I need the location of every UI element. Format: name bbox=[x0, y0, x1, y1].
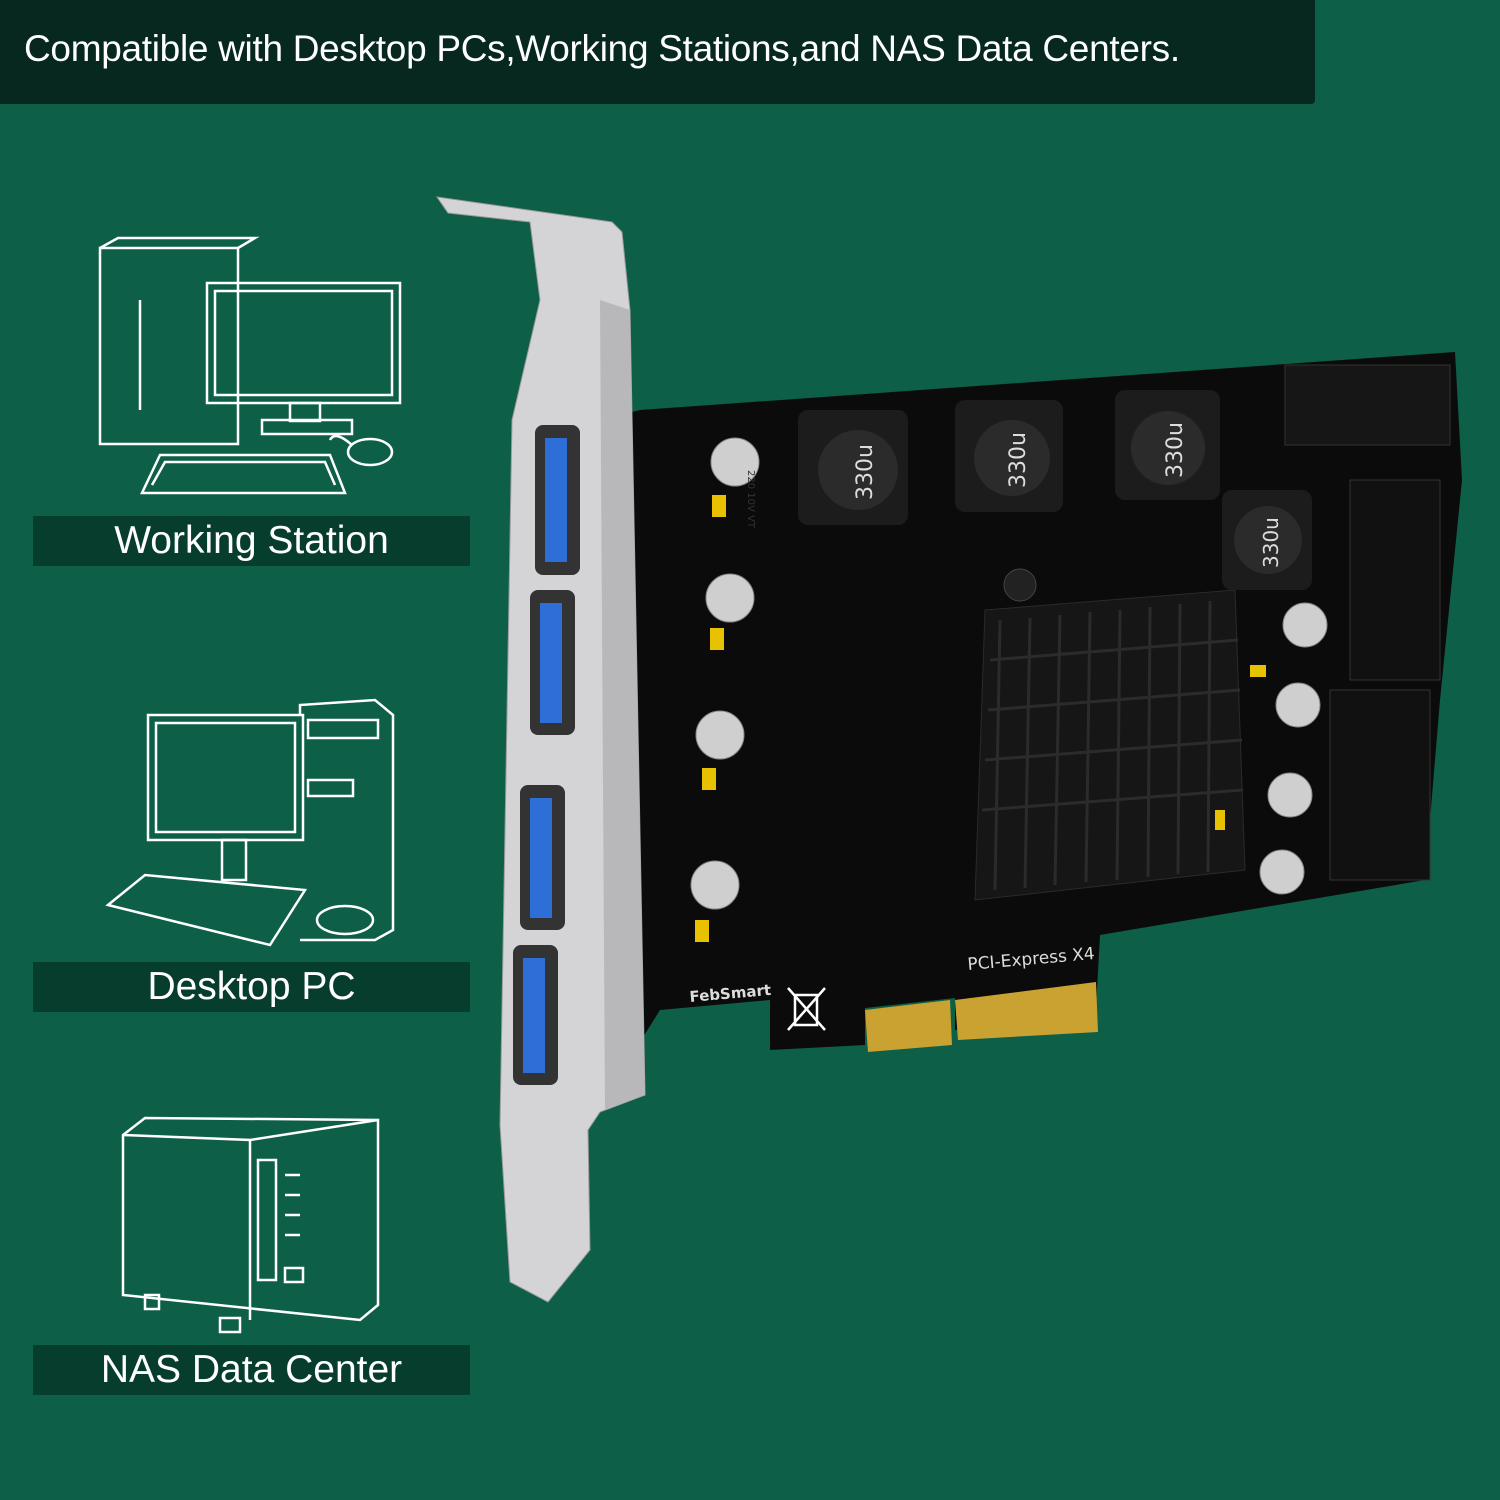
header-banner: Compatible with Desktop PCs,Working Stat… bbox=[0, 0, 1315, 104]
workstation-icon bbox=[98, 236, 402, 495]
usb-port[interactable] bbox=[535, 425, 580, 575]
gold-fingers bbox=[865, 982, 1098, 1052]
power-connector bbox=[1284, 364, 1451, 446]
usb-port[interactable] bbox=[513, 945, 558, 1085]
capacitors bbox=[690, 437, 1328, 910]
metal-bracket bbox=[435, 196, 646, 1303]
inductor: 330u bbox=[1222, 490, 1312, 590]
heatsink bbox=[974, 568, 1246, 901]
capacitor-marking: 220 10V VT bbox=[745, 470, 756, 529]
label-desktop-pc: Desktop PC bbox=[33, 962, 470, 1012]
desktop-pc-icon bbox=[105, 698, 395, 947]
svg-text:330u: 330u bbox=[853, 444, 878, 500]
internal-header-2 bbox=[1329, 689, 1431, 881]
weee-icon bbox=[787, 987, 826, 1031]
inductor: 330u bbox=[1115, 390, 1220, 500]
inductor: 330u bbox=[955, 400, 1063, 512]
usb-port[interactable] bbox=[520, 785, 565, 930]
label-working-station: Working Station bbox=[33, 516, 470, 566]
inductor: 330u bbox=[798, 410, 908, 525]
svg-text:330u: 330u bbox=[1163, 422, 1188, 478]
nas-icon bbox=[121, 1116, 380, 1334]
svg-text:330u: 330u bbox=[1259, 517, 1283, 568]
smd-parts bbox=[695, 495, 1266, 942]
header-title: Compatible with Desktop PCs,Working Stat… bbox=[24, 28, 1180, 69]
label-nas-data-center: NAS Data Center bbox=[33, 1345, 470, 1395]
svg-text:330u: 330u bbox=[1006, 432, 1031, 488]
pcie-usb-card: 330u 330u 330u 330u 220 10V VT PCI-Expre… bbox=[435, 196, 1462, 1303]
usb-port[interactable] bbox=[530, 590, 575, 735]
internal-header-1 bbox=[1349, 479, 1441, 681]
